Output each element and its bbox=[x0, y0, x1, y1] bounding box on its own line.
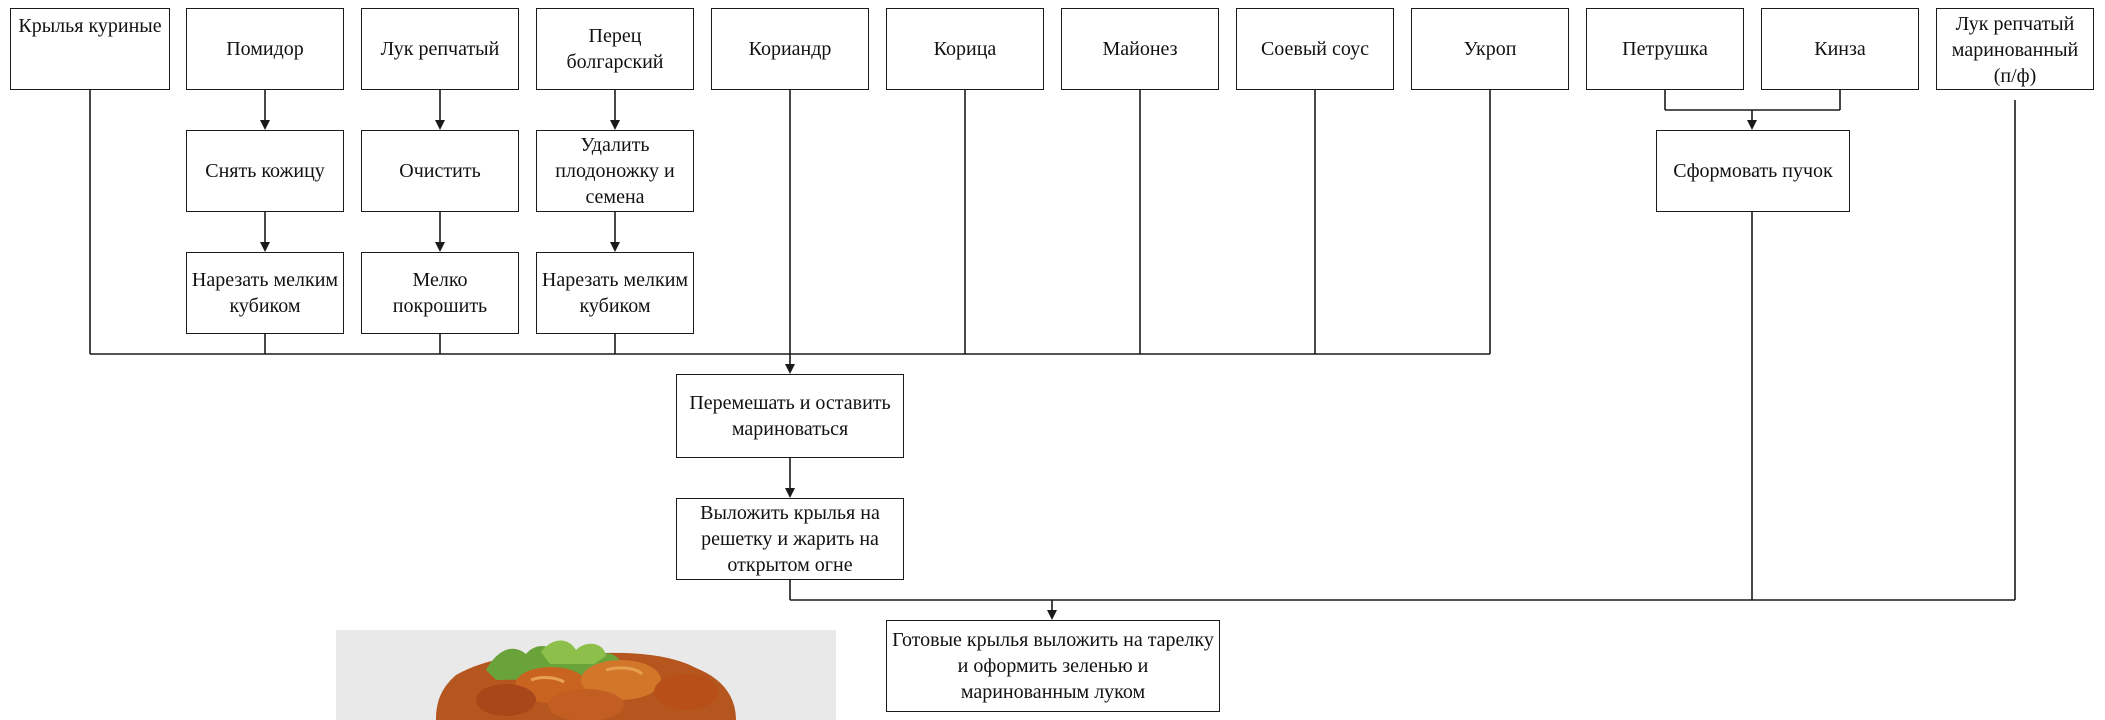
ingredient-pepper: Перец болгарский bbox=[536, 8, 694, 90]
step-herb-bunch: Сформовать пучок bbox=[1656, 130, 1850, 212]
step-pepper-dice-label: Нарезать мелким кубиком bbox=[541, 269, 689, 317]
ingredient-cilantro-label: Кинза bbox=[1814, 38, 1866, 60]
step-tomato-dice-label: Нарезать мелким кубиком bbox=[191, 269, 339, 317]
ingredient-cilantro: Кинза bbox=[1761, 8, 1919, 90]
grilled-wings-photo bbox=[336, 630, 836, 720]
step-onion-chop: Мелко покрошить bbox=[361, 252, 519, 334]
ingredient-dill: Укроп bbox=[1411, 8, 1569, 90]
ingredient-pepper-label: Перец болгарский bbox=[566, 25, 664, 73]
ingredient-parsley-label: Петрушка bbox=[1622, 38, 1708, 60]
step-serve-label: Готовые крылья выложить на тарелку и офо… bbox=[892, 629, 1214, 703]
step-tomato-peel-label: Снять кожицу bbox=[205, 160, 325, 182]
ingredient-soy-sauce: Соевый соус bbox=[1236, 8, 1394, 90]
ingredient-cinnamon: Корица bbox=[886, 8, 1044, 90]
step-onion-peel: Очистить bbox=[361, 130, 519, 212]
ingredient-dill-label: Укроп bbox=[1463, 38, 1517, 60]
ingredient-wings-label: Крылья куриные bbox=[18, 15, 162, 37]
ingredient-onion-label: Лук репчатый bbox=[380, 38, 500, 60]
ingredient-pickled-onion-label: Лук репчатый маринованный (п/ф) bbox=[1951, 13, 2079, 87]
ingredient-cinnamon-label: Корица bbox=[933, 38, 997, 60]
step-pepper-core-label: Удалить плодоножку и семена bbox=[555, 134, 675, 208]
ingredient-tomato: Помидор bbox=[186, 8, 344, 90]
step-grill: Выложить крылья на решетку и жарить на о… bbox=[676, 498, 904, 580]
step-serve: Готовые крылья выложить на тарелку и офо… bbox=[886, 620, 1220, 712]
ingredient-pickled-onion: Лук репчатый маринованный (п/ф) bbox=[1936, 8, 2094, 90]
step-tomato-peel: Снять кожицу bbox=[186, 130, 344, 212]
ingredient-onion: Лук репчатый bbox=[361, 8, 519, 90]
step-herb-bunch-label: Сформовать пучок bbox=[1673, 160, 1833, 182]
ingredient-mayonnaise: Майонез bbox=[1061, 8, 1219, 90]
step-pepper-core: Удалить плодоножку и семена bbox=[536, 130, 694, 212]
ingredient-coriander-label: Кориандр bbox=[748, 38, 832, 60]
ingredient-tomato-label: Помидор bbox=[226, 38, 304, 60]
step-grill-label: Выложить крылья на решетку и жарить на о… bbox=[700, 502, 880, 576]
step-pepper-dice: Нарезать мелким кубиком bbox=[536, 252, 694, 334]
step-marinate-label: Перемешать и оставить мариноваться bbox=[689, 392, 891, 440]
ingredient-wings: Крылья куриные bbox=[10, 8, 170, 90]
step-marinate: Перемешать и оставить мариноваться bbox=[676, 374, 904, 458]
step-onion-peel-label: Очистить bbox=[399, 160, 481, 182]
ingredient-mayonnaise-label: Майонез bbox=[1102, 38, 1178, 60]
ingredient-parsley: Петрушка bbox=[1586, 8, 1744, 90]
step-onion-chop-label: Мелко покрошить bbox=[392, 269, 488, 317]
ingredient-soy-sauce-label: Соевый соус bbox=[1260, 38, 1370, 60]
step-tomato-dice: Нарезать мелким кубиком bbox=[186, 252, 344, 334]
ingredient-coriander: Кориандр bbox=[711, 8, 869, 90]
